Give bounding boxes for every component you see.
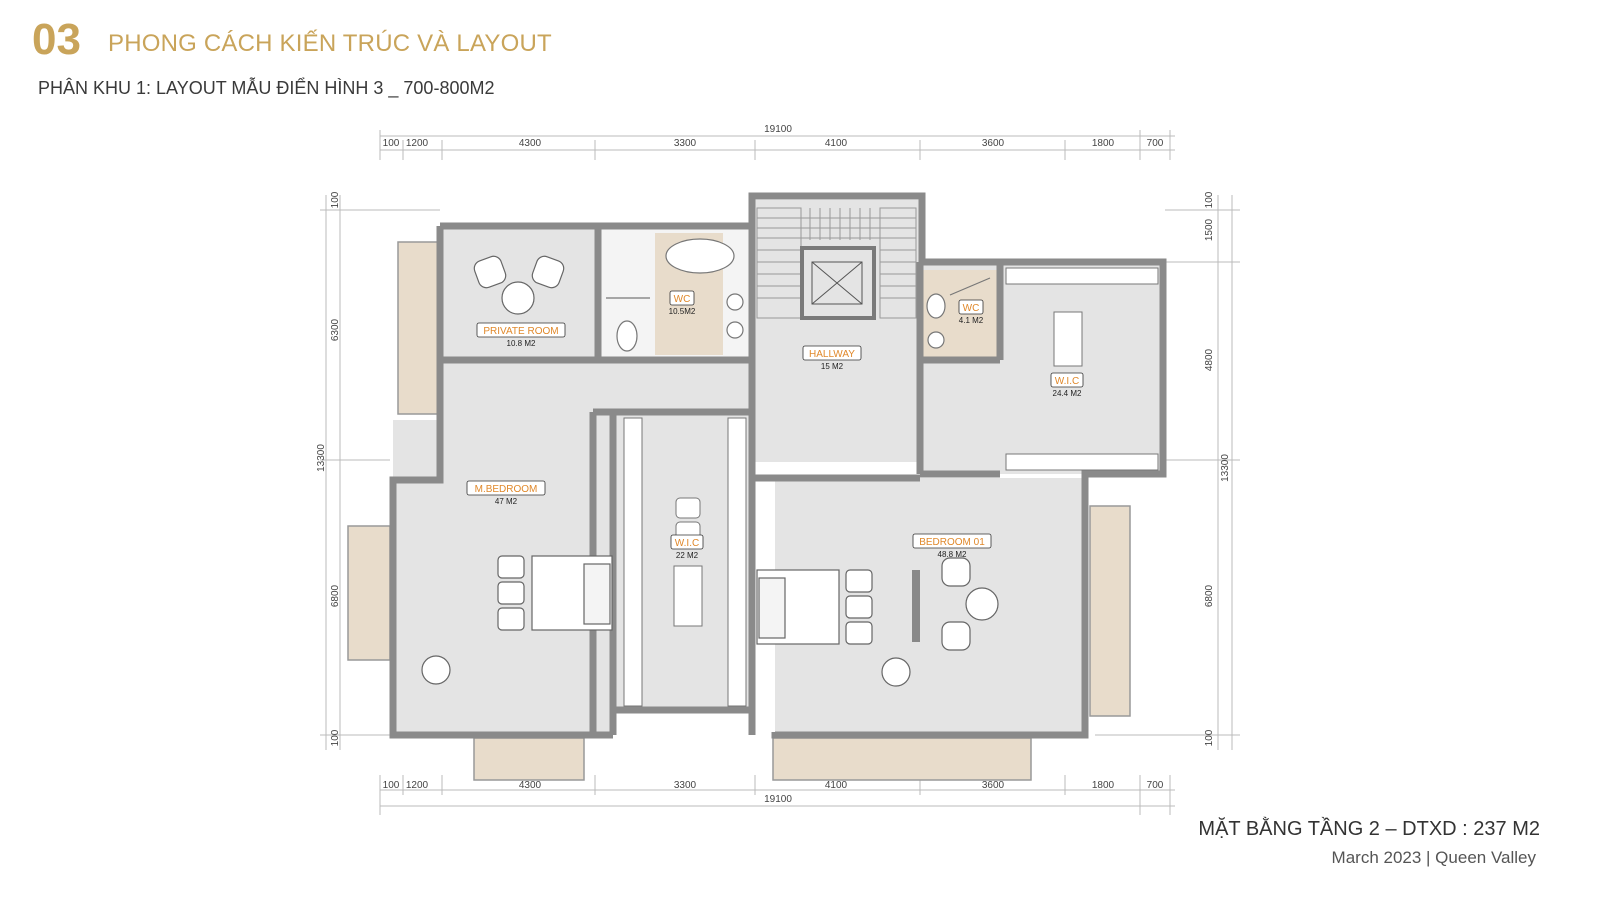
dim-right-1: 1500 [1204, 218, 1215, 241]
top-dimension-labels: 19100 100 1200 4300 3300 4100 3600 1800 … [383, 124, 1164, 149]
wc1-name: WC [674, 294, 691, 305]
dim-top-3: 3300 [674, 138, 697, 149]
hallway-name: HALLWAY [809, 349, 855, 360]
dim-left-total: 13300 [316, 444, 327, 472]
dim-right-2: 4800 [1204, 348, 1215, 371]
dim-top-1: 1200 [406, 138, 429, 149]
balconies [347, 241, 1131, 781]
room-labels: PRIVATE ROOM 10.8 M2 WC 10.5M2 HALLWAY 1… [466, 290, 1084, 560]
section-title: PHONG CÁCH KIẾN TRÚC VÀ LAYOUT [108, 30, 552, 57]
master-bed [421, 555, 613, 685]
private-room-area: 10.8 M2 [507, 339, 536, 348]
dim-top-2: 4300 [519, 138, 542, 149]
dim-bottom-3: 3300 [674, 780, 697, 791]
dim-top-4: 4100 [825, 138, 848, 149]
wic2-area: 22 M2 [676, 551, 699, 560]
wc2-name: WC [963, 303, 980, 314]
dim-right-3: 6800 [1204, 584, 1215, 607]
wic2-furniture [623, 417, 747, 707]
wc1-fixtures [606, 238, 744, 352]
dim-left-0: 100 [330, 191, 341, 208]
stairs [756, 207, 917, 319]
section-number: 03 [32, 15, 81, 64]
right-dimension-labels: 100 1500 4800 13300 6800 100 [1204, 191, 1231, 746]
wic1-name: W.I.C [1055, 376, 1079, 387]
dim-left-1: 6300 [330, 318, 341, 341]
dim-bottom-4: 4100 [825, 780, 848, 791]
dim-right-0: 100 [1204, 191, 1215, 208]
wc1-area: 10.5M2 [669, 307, 696, 316]
bottom-dimension-lines [379, 775, 1175, 815]
dim-bottom-total: 19100 [764, 794, 792, 805]
date-project: March 2023 | Queen Valley [1331, 848, 1536, 867]
wc2-fixtures [926, 277, 991, 349]
wic2-name: W.I.C [675, 538, 699, 549]
left-dimension-labels: 100 6300 13300 6800 100 [316, 191, 341, 746]
wic1-area: 24.4 M2 [1053, 389, 1082, 398]
dim-left-2: 6800 [330, 584, 341, 607]
dim-bottom-1: 1200 [406, 780, 429, 791]
bedroom01-furniture [756, 557, 999, 687]
plan-title: MẶT BẰNG TẦNG 2 – DTXD : 237 M2 [1198, 818, 1540, 840]
master-bedroom-area: 47 M2 [495, 497, 518, 506]
dim-bottom-0: 100 [383, 780, 400, 791]
private-room-name: PRIVATE ROOM [483, 326, 558, 337]
wic1-furniture [1005, 267, 1159, 471]
dim-top-7: 700 [1147, 138, 1164, 149]
dim-right-4: 100 [1204, 729, 1215, 746]
page-subtitle: PHÂN KHU 1: LAYOUT MẪU ĐIỂN HÌNH 3 _ 700… [38, 78, 495, 98]
dim-top-5: 3600 [982, 138, 1005, 149]
dim-left-3: 100 [330, 729, 341, 746]
wc2-area: 4.1 M2 [959, 316, 984, 325]
master-bedroom-name: M.BEDROOM [475, 484, 538, 495]
dim-bottom-7: 700 [1147, 780, 1164, 791]
top-dimension-lines [379, 130, 1175, 160]
dim-right-total: 13300 [1220, 454, 1231, 482]
dim-bottom-2: 4300 [519, 780, 542, 791]
dim-bottom-6: 1800 [1092, 780, 1115, 791]
bedroom01-area: 48.8 M2 [938, 550, 967, 559]
dim-bottom-5: 3600 [982, 780, 1005, 791]
side-dimension-lines [320, 195, 1240, 750]
hallway-area: 15 M2 [821, 362, 844, 371]
dim-top-total: 19100 [764, 124, 792, 135]
bedroom01-name: BEDROOM 01 [919, 537, 985, 548]
dim-top-0: 100 [383, 138, 400, 149]
dim-top-6: 1800 [1092, 138, 1115, 149]
private-room-furniture [473, 255, 565, 315]
elevator [800, 246, 876, 320]
walls [389, 192, 1167, 739]
bottom-dimension-labels: 100 1200 4300 3300 4100 3600 1800 700 19… [383, 780, 1164, 805]
